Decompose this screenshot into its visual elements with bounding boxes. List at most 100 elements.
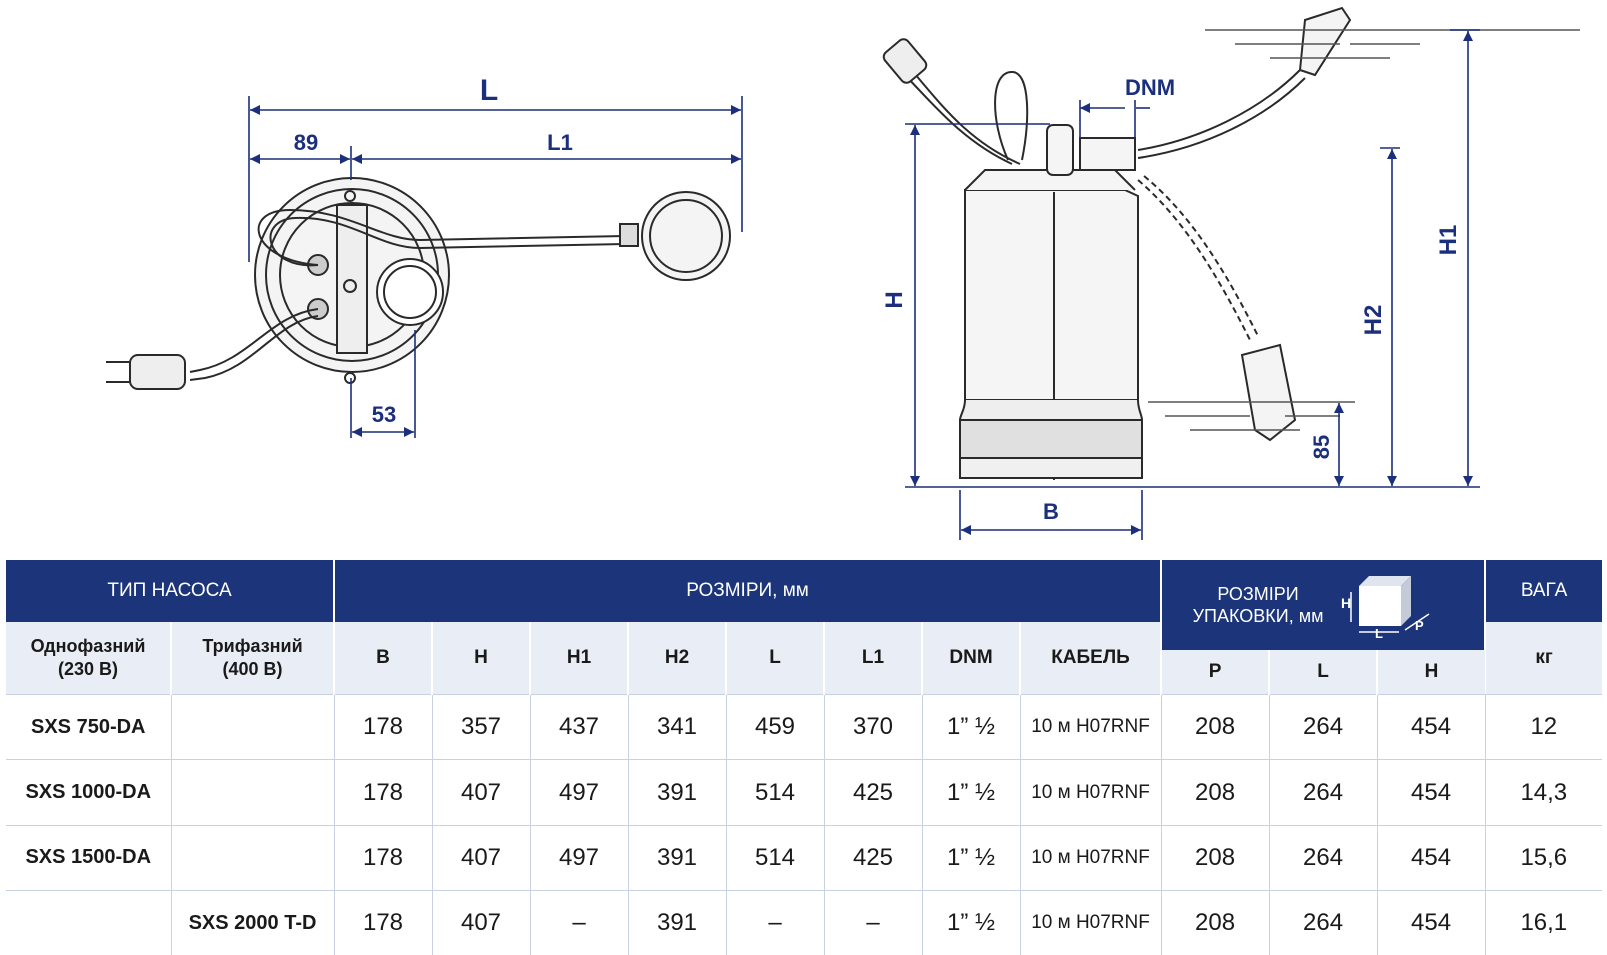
cell-l1: 370 xyxy=(824,695,922,760)
cell-l: – xyxy=(726,891,824,955)
package-icon-l-label: L xyxy=(1375,626,1383,638)
package-box-icon: H L P xyxy=(1333,572,1453,638)
float-switch-top xyxy=(642,192,730,280)
model-single-phase: SXS 1000-DA xyxy=(6,760,171,825)
cell-pkg-h: 454 xyxy=(1377,695,1485,760)
cell-h: 407 xyxy=(432,891,530,955)
cell-b: 178 xyxy=(334,760,432,825)
cell-weight: 14,3 xyxy=(1485,760,1602,825)
top-view xyxy=(106,178,730,389)
header-col-h: H xyxy=(432,622,530,695)
cell-h2: 391 xyxy=(628,891,726,955)
header-col-kg: кг xyxy=(1485,622,1602,695)
dim-label-89: 89 xyxy=(294,130,318,155)
cell-l1: 425 xyxy=(824,825,922,890)
header-col-l: L xyxy=(726,622,824,695)
model-three-phase xyxy=(171,695,334,760)
cell-dnm: 1” ½ xyxy=(922,891,1020,955)
cell-cable: 10 м H07RNF xyxy=(1020,760,1161,825)
cell-l1: – xyxy=(824,891,922,955)
dim-label-L: L xyxy=(480,74,498,107)
cell-h1: 497 xyxy=(530,760,628,825)
dim-label-H1: H1 xyxy=(1435,225,1462,256)
cell-l: 514 xyxy=(726,760,824,825)
header-col-l1: L1 xyxy=(824,622,922,695)
cell-h: 407 xyxy=(432,825,530,890)
header-single-phase-line1: Однофазний xyxy=(6,635,170,658)
header-col-pkg-p: P xyxy=(1161,650,1269,695)
cell-pkg-l: 264 xyxy=(1269,891,1377,955)
cell-h2: 391 xyxy=(628,760,726,825)
header-single-phase-line2: (230 В) xyxy=(6,658,170,681)
header-three-phase-line1: Трифазний xyxy=(172,635,333,658)
cell-h1: 497 xyxy=(530,825,628,890)
model-single-phase: SXS 1500-DA xyxy=(6,825,171,890)
model-three-phase xyxy=(171,760,334,825)
dim-label-DNM: DNM xyxy=(1125,75,1175,100)
dim-label-L1: L1 xyxy=(547,130,573,155)
dim-label-B: B xyxy=(1043,499,1059,524)
header-packaging-line2: УПАКОВКИ, мм xyxy=(1193,605,1324,627)
cell-pkg-p: 208 xyxy=(1161,760,1269,825)
cell-cable: 10 м H07RNF xyxy=(1020,891,1161,955)
model-three-phase xyxy=(171,825,334,890)
dim-label-85: 85 xyxy=(1309,435,1334,459)
outlet-port xyxy=(377,259,443,325)
cell-cable: 10 м H07RNF xyxy=(1020,695,1161,760)
cell-pkg-l: 264 xyxy=(1269,695,1377,760)
cell-dnm: 1” ½ xyxy=(922,695,1020,760)
cell-pkg-p: 208 xyxy=(1161,891,1269,955)
header-weight: ВАГА xyxy=(1485,560,1602,622)
float-switch-lower xyxy=(1242,345,1295,440)
plug-top xyxy=(130,355,185,389)
cell-cable: 10 м H07RNF xyxy=(1020,825,1161,890)
cell-l: 514 xyxy=(726,825,824,890)
side-view xyxy=(881,8,1350,480)
header-dimensions: РОЗМІРИ, мм xyxy=(334,560,1161,622)
package-icon-h-label: H xyxy=(1341,595,1351,611)
cell-h1: – xyxy=(530,891,628,955)
cell-h: 407 xyxy=(432,760,530,825)
cell-b: 178 xyxy=(334,891,432,955)
header-col-b: B xyxy=(334,622,432,695)
cell-dnm: 1” ½ xyxy=(922,825,1020,890)
cell-h2: 391 xyxy=(628,825,726,890)
cell-pkg-p: 208 xyxy=(1161,695,1269,760)
cell-h2: 341 xyxy=(628,695,726,760)
package-icon-p-label: P xyxy=(1415,618,1424,633)
model-single-phase xyxy=(6,891,171,955)
header-pump-type: ТИП НАСОСА xyxy=(6,560,334,622)
header-col-pkg-h: H xyxy=(1377,650,1485,695)
table-header-group-row: ТИП НАСОСА РОЗМІРИ, мм РОЗМІРИ УПАКОВКИ,… xyxy=(6,560,1602,622)
cell-b: 178 xyxy=(334,825,432,890)
cell-l: 459 xyxy=(726,695,824,760)
dim-label-H: H xyxy=(881,291,908,308)
cell-weight: 16,1 xyxy=(1485,891,1602,955)
cell-pkg-l: 264 xyxy=(1269,825,1377,890)
model-three-phase: SXS 2000 T-D xyxy=(171,891,334,955)
header-col-h2: H2 xyxy=(628,622,726,695)
cell-pkg-h: 454 xyxy=(1377,760,1485,825)
cell-b: 178 xyxy=(334,695,432,760)
model-single-phase: SXS 750-DA xyxy=(6,695,171,760)
cell-weight: 15,6 xyxy=(1485,825,1602,890)
dim-label-53: 53 xyxy=(372,402,396,427)
header-packaging: РОЗМІРИ УПАКОВКИ, мм H L P xyxy=(1161,560,1485,650)
specifications-table: ТИП НАСОСА РОЗМІРИ, мм РОЗМІРИ УПАКОВКИ,… xyxy=(6,560,1602,955)
cell-pkg-h: 454 xyxy=(1377,825,1485,890)
header-three-phase: Трифазний(400 В) xyxy=(171,622,334,695)
header-col-dnm: DNM xyxy=(922,622,1020,695)
header-single-phase: Однофазний(230 В) xyxy=(6,622,171,695)
cell-dnm: 1” ½ xyxy=(922,760,1020,825)
cell-h1: 437 xyxy=(530,695,628,760)
plug-side xyxy=(881,37,928,85)
cell-pkg-p: 208 xyxy=(1161,825,1269,890)
header-col-h1: H1 xyxy=(530,622,628,695)
dim-label-H2: H2 xyxy=(1360,305,1387,336)
water-levels xyxy=(1148,30,1580,430)
header-col-cable: КАБЕЛЬ xyxy=(1020,622,1161,695)
